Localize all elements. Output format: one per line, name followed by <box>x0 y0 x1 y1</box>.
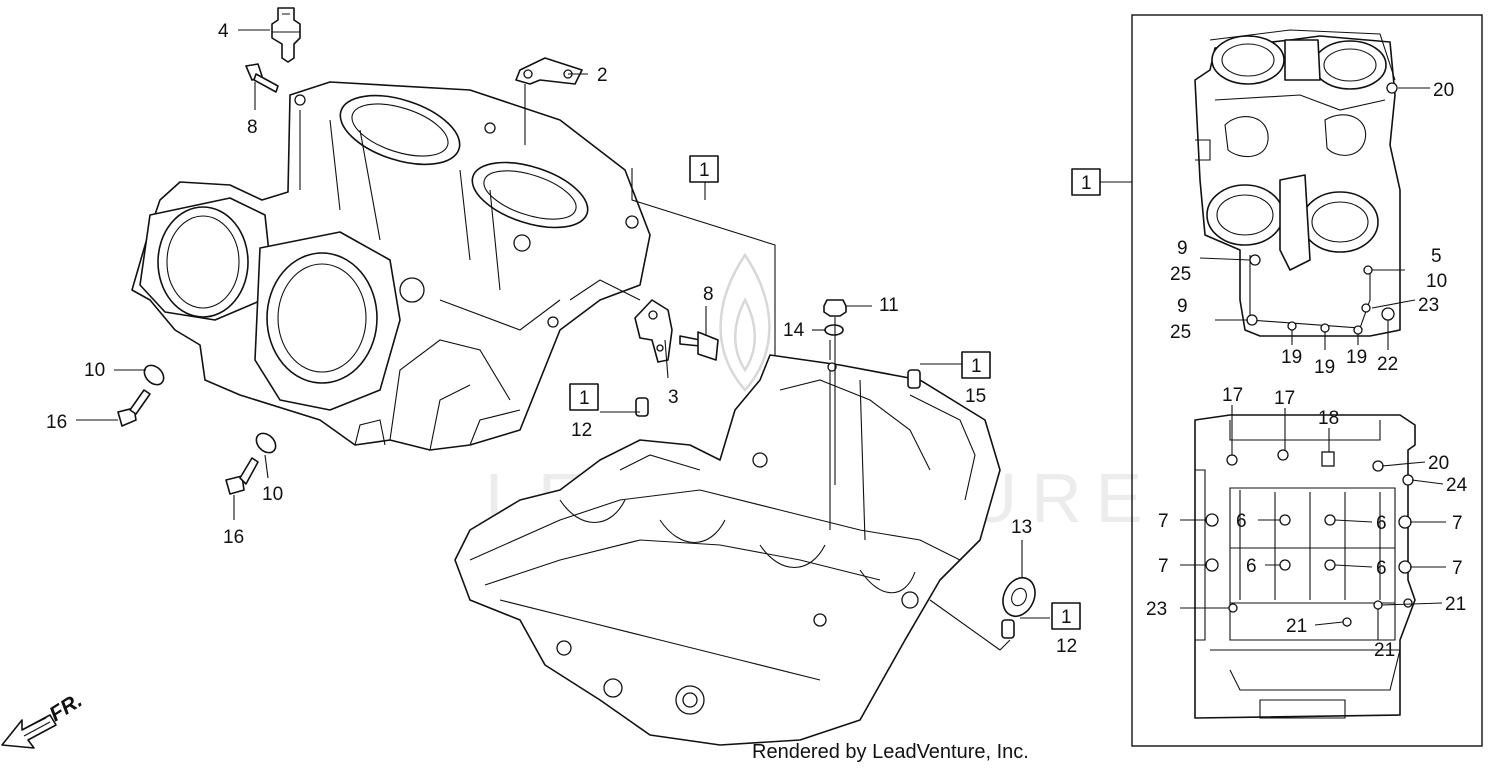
panel-callout-20-upper: 20 <box>1433 80 1454 101</box>
panel-callout-24: 24 <box>1446 475 1468 496</box>
callout-3: 3 <box>668 387 679 408</box>
callout-10-right: 10 <box>262 484 283 505</box>
panel-callout-17-a: 17 <box>1222 385 1243 406</box>
seal-13 <box>1002 576 1036 618</box>
panel-callout-6-b: 6 <box>1376 513 1387 534</box>
bolt-16-right <box>225 457 259 495</box>
callout-11: 11 <box>879 295 899 316</box>
panel-callout-19-b: 19 <box>1314 357 1335 378</box>
washer-10-right <box>255 432 277 454</box>
cap-11 <box>823 299 847 317</box>
panel-callout-10: 10 <box>1426 271 1447 292</box>
panel-callout-9-a: 9 <box>1177 238 1188 259</box>
callout-4: 4 <box>218 21 229 42</box>
callout-2: 2 <box>597 65 608 86</box>
panel-callout-19-a: 19 <box>1281 347 1302 368</box>
bracket-2 <box>515 57 583 85</box>
panel-callout-6-d: 6 <box>1376 558 1387 579</box>
callout-12-upper: 12 <box>571 420 592 441</box>
panel-callout-23-upper: 23 <box>1418 295 1439 316</box>
left-callout-leaders <box>76 29 1023 577</box>
detail-panel: 20 9 25 9 25 5 10 23 19 19 19 22 1 <box>1131 14 1483 747</box>
panel-callout-21-b: 21 <box>1286 616 1307 637</box>
assembly-marker-panel: 1 <box>1081 173 1092 194</box>
callout-15: 15 <box>965 386 986 407</box>
assembly-marker-top: 1 <box>699 160 710 181</box>
panel-callout-19-c: 19 <box>1346 347 1367 368</box>
panel-callout-18: 18 <box>1318 408 1339 429</box>
lower-panel-leaders <box>1180 405 1446 640</box>
upper-case-bottom-view <box>1194 29 1401 337</box>
bolt-8-upper <box>245 63 279 93</box>
upper-crankcase-illustration <box>131 81 651 451</box>
panel-callout-7-d: 7 <box>1452 558 1463 579</box>
panel-callout-17-b: 17 <box>1274 388 1295 409</box>
panel-callout-6-a: 6 <box>1236 511 1247 532</box>
callout-13: 13 <box>1011 517 1032 538</box>
upper-panel-callouts: 20 9 25 9 25 5 10 23 19 19 19 22 <box>1170 80 1454 378</box>
panel-callout-9-b: 9 <box>1177 296 1188 317</box>
callout-16-left: 16 <box>46 412 67 433</box>
lower-panel-callouts: 17 17 18 20 24 7 7 7 7 6 6 6 6 23 21 21 … <box>1146 385 1468 661</box>
assembly-marker-right: 1 <box>971 356 982 377</box>
dowel-12-lower <box>1001 619 1015 639</box>
panel-callout-7-b: 7 <box>1452 513 1463 534</box>
callout-8-lower: 8 <box>703 284 714 305</box>
dowel-15 <box>907 369 921 389</box>
callout-12-lower: 12 <box>1056 636 1077 657</box>
callout-14: 14 <box>783 320 805 341</box>
panel-callout-7-a: 7 <box>1158 511 1169 532</box>
panel-callout-25-b: 25 <box>1170 322 1191 343</box>
assembly-marker-left: 1 <box>579 388 590 409</box>
panel-callout-7-c: 7 <box>1158 556 1169 577</box>
upper-panel-leaders <box>1199 87 1430 350</box>
assembly-lines <box>600 168 1132 651</box>
callout-16-right: 16 <box>223 527 244 548</box>
left-callouts: 4 8 2 3 8 11 14 10 16 10 16 12 15 13 12 <box>46 21 1077 657</box>
front-direction-marker: FR. <box>1 689 86 749</box>
render-credit: Rendered by LeadVenture, Inc. <box>752 741 1029 763</box>
panel-callout-5: 5 <box>1431 246 1442 267</box>
small-parts <box>117 7 1036 639</box>
panel-callout-23-lower: 23 <box>1146 599 1167 620</box>
dowel-12-upper <box>635 397 649 417</box>
bolt-16-left <box>117 389 151 427</box>
panel-callout-20-lower: 20 <box>1428 453 1449 474</box>
washer-14 <box>824 324 844 336</box>
panel-callout-25-a: 25 <box>1170 264 1191 285</box>
bracket-3 <box>634 299 673 363</box>
bolt-8-lower <box>679 331 719 361</box>
callout-8-upper: 8 <box>247 117 258 138</box>
washer-10-left <box>143 364 165 386</box>
panel-callout-6-c: 6 <box>1246 556 1257 577</box>
callout-10-left: 10 <box>84 360 105 381</box>
panel-callout-22: 22 <box>1377 354 1398 375</box>
oil-pressure-switch <box>271 7 301 63</box>
panel-callout-21-c: 21 <box>1374 640 1395 661</box>
assembly-markers: 1 1 1 1 1 <box>569 155 1101 630</box>
panel-callout-21-a: 21 <box>1445 594 1466 615</box>
lower-crankcase-illustration <box>454 354 1001 746</box>
assembly-marker-lower: 1 <box>1061 607 1072 628</box>
